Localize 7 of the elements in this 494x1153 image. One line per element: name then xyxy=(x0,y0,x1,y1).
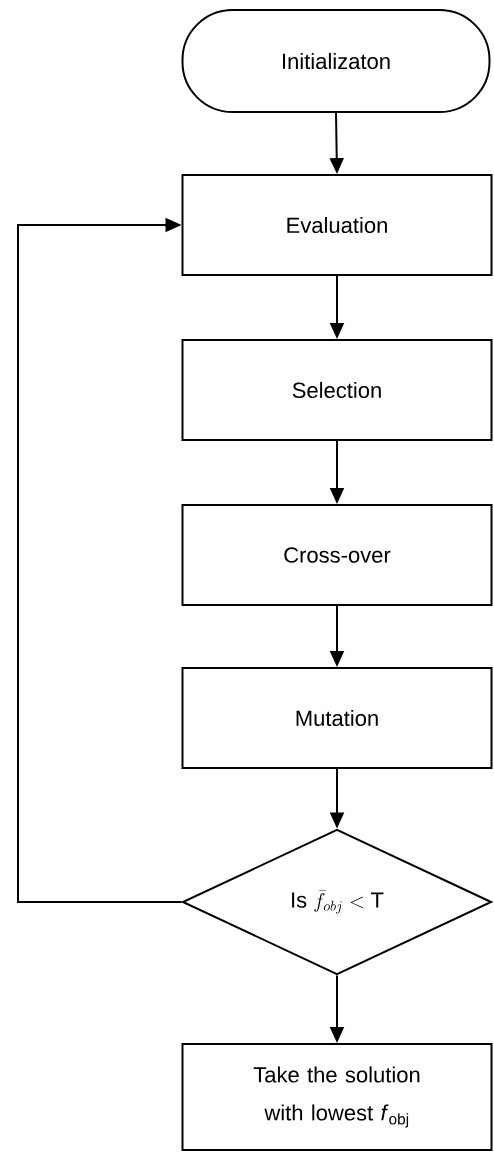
process-box: Take the solution with lowest f$_{obj}$ xyxy=(181,1043,493,1151)
process-box: Mutation xyxy=(181,667,493,769)
process-box: Cross-over xyxy=(181,504,493,606)
process-box: Selection xyxy=(181,339,493,441)
process-box: Evaluation xyxy=(181,174,493,276)
start-terminal: Initializaton xyxy=(181,9,491,113)
arrow xyxy=(17,217,183,903)
